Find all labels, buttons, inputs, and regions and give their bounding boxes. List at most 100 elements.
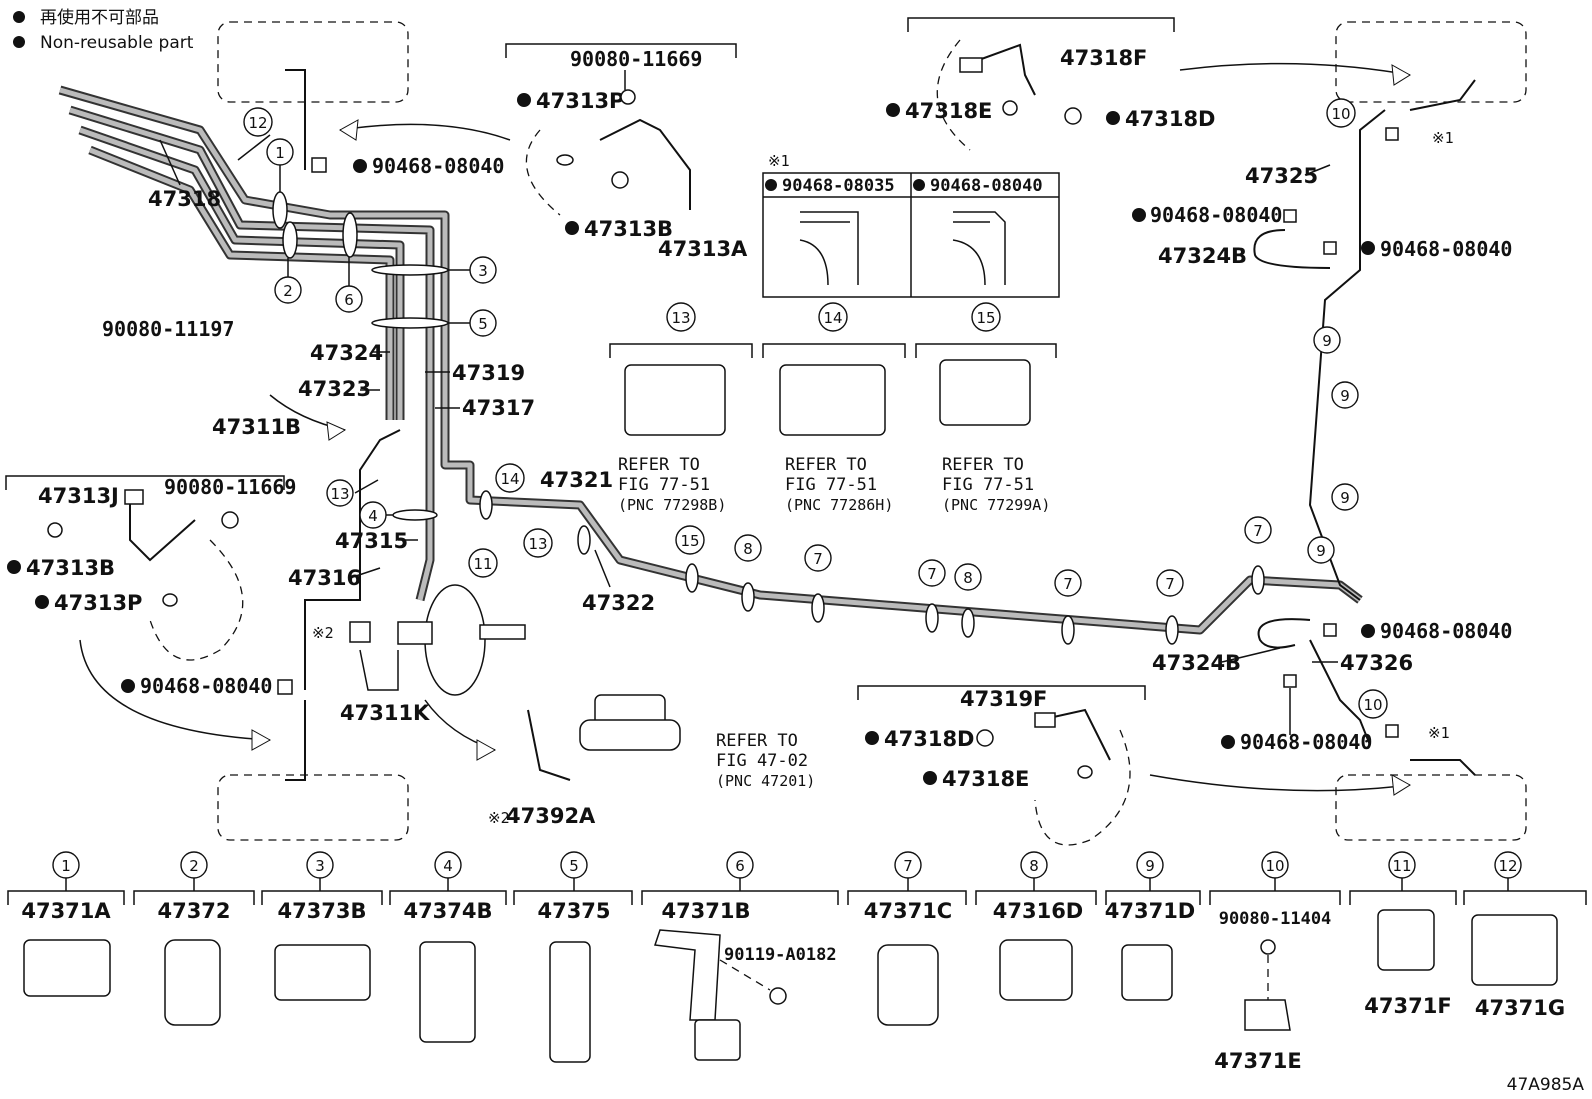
- svg-text:47371C: 47371C: [864, 899, 952, 923]
- svg-text:9: 9: [1340, 489, 1350, 507]
- group-47313: 90080-11669 47313P 47313B 47313A: [505, 43, 748, 261]
- svg-text:47313P: 47313P: [536, 89, 624, 113]
- svg-text:47326: 47326: [1340, 651, 1413, 675]
- svg-text:REFER TO: REFER TO: [785, 455, 867, 475]
- svg-text:47318E: 47318E: [905, 99, 992, 123]
- svg-text:8: 8: [963, 569, 973, 587]
- svg-text:7: 7: [1253, 522, 1263, 540]
- svg-text:47324: 47324: [310, 341, 383, 365]
- svg-text:1: 1: [275, 144, 285, 162]
- svg-text:6: 6: [344, 291, 354, 309]
- bottom-part-10: 10 90080-11404 47371E: [1214, 851, 1332, 1073]
- bottom-part-1: 1 47371A: [21, 851, 111, 997]
- svg-text:90468-08040: 90468-08040: [372, 154, 504, 178]
- svg-text:47371B: 47371B: [661, 899, 750, 923]
- group-47318F: 47318F 47318E 47318D: [886, 17, 1216, 151]
- clamps: [272, 191, 1265, 645]
- svg-text:13: 13: [671, 309, 690, 327]
- bottom-parts: 1 47371A 2 47372 3 47373B 4 47374B 5 473…: [7, 851, 1587, 1073]
- svg-text:FIG 77-51: FIG 77-51: [942, 475, 1034, 495]
- svg-text:47375: 47375: [537, 899, 610, 923]
- bullet-icon: [13, 36, 25, 48]
- svg-text:90468-08040: 90468-08040: [140, 674, 272, 698]
- svg-text:9: 9: [1316, 542, 1326, 560]
- svg-text:5: 5: [569, 857, 579, 875]
- svg-text:47373B: 47373B: [277, 899, 366, 923]
- svg-text:47311K: 47311K: [340, 701, 430, 725]
- svg-text:9: 9: [1322, 332, 1332, 350]
- svg-text:(PNC 77299A): (PNC 77299A): [942, 496, 1050, 514]
- svg-text:90080-11404: 90080-11404: [1219, 909, 1332, 929]
- svg-text:47316: 47316: [288, 566, 361, 590]
- legend-en: Non-reusable part: [40, 33, 194, 53]
- svg-text:10: 10: [1363, 696, 1382, 714]
- svg-text:13: 13: [330, 485, 349, 503]
- svg-text:REFER TO: REFER TO: [618, 455, 700, 475]
- svg-text:47324B: 47324B: [1158, 244, 1247, 268]
- svg-text:90468-08040: 90468-08040: [1380, 237, 1512, 261]
- svg-text:47316D: 47316D: [993, 899, 1084, 923]
- svg-text:14: 14: [823, 309, 842, 327]
- svg-text:90468-08035: 90468-08035: [782, 176, 895, 196]
- svg-text:47372: 47372: [157, 899, 230, 923]
- svg-text:47323: 47323: [298, 377, 371, 401]
- svg-text:47325: 47325: [1245, 164, 1318, 188]
- right-labels: 47325 ※1 90468-08040 47324B 90468-08040 …: [1132, 127, 1512, 754]
- svg-text:※1: ※1: [1428, 724, 1450, 742]
- svg-text:※2: ※2: [312, 624, 334, 642]
- svg-text:47371E: 47371E: [1214, 1049, 1301, 1073]
- svg-text:47319: 47319: [452, 361, 525, 385]
- clip-90468-a: 90468-08040: [311, 154, 504, 178]
- svg-text:13: 13: [528, 535, 547, 553]
- svg-text:3: 3: [478, 262, 488, 280]
- svg-text:47374B: 47374B: [403, 899, 492, 923]
- part-labels: 47318 47324 47323 47319 47317 90080-1119…: [102, 139, 655, 828]
- clip-90468-b: 90468-08040: [121, 674, 293, 698]
- refer-groups: 13 REFER TO FIG 77-51 (PNC 77298B) 14 RE…: [609, 302, 1057, 514]
- svg-text:3: 3: [315, 857, 325, 875]
- svg-text:12: 12: [1498, 857, 1517, 875]
- svg-text:47315: 47315: [335, 529, 408, 553]
- svg-text:4: 4: [368, 507, 378, 525]
- bullet-icon: [13, 11, 25, 23]
- svg-text:47313P: 47313P: [54, 591, 142, 615]
- svg-text:47311B: 47311B: [212, 415, 301, 439]
- master-cylinder: REFER TO FIG 47-02 (PNC 47201): [527, 694, 815, 790]
- svg-text:47318D: 47318D: [1125, 107, 1216, 131]
- svg-text:2: 2: [283, 282, 293, 300]
- bottom-part-3: 3 47373B: [274, 851, 371, 1001]
- svg-text:90468-08040: 90468-08040: [930, 176, 1043, 196]
- svg-text:90119-A0182: 90119-A0182: [724, 945, 837, 965]
- svg-text:47371F: 47371F: [1364, 994, 1451, 1018]
- svg-text:47318D: 47318D: [884, 727, 975, 751]
- svg-text:47392A: 47392A: [506, 804, 596, 828]
- svg-text:90468-08040: 90468-08040: [1380, 619, 1512, 643]
- inset-box: ※1 90468-08035 90468-08040: [762, 152, 1060, 298]
- svg-text:90080-11669: 90080-11669: [570, 47, 702, 71]
- dashed-region-bottom-right: [1335, 774, 1527, 841]
- group-47319F: 47319F 47318D 47318E: [857, 685, 1146, 846]
- svg-text:11: 11: [1392, 857, 1411, 875]
- bottom-part-9: 9 47371D: [1105, 851, 1196, 1001]
- bottom-part-5: 5 47375: [537, 851, 611, 1063]
- svg-text:REFER TO: REFER TO: [716, 731, 798, 751]
- svg-text:14: 14: [500, 470, 519, 488]
- bottom-part-6: 6 47371B 90119-A0182: [653, 851, 837, 1061]
- svg-text:47318F: 47318F: [1060, 46, 1147, 70]
- legend: 再使用不可部品 Non-reusable part: [13, 7, 194, 53]
- dashed-region-top-right: [1335, 21, 1527, 103]
- svg-text:11: 11: [473, 555, 492, 573]
- svg-text:※1: ※1: [768, 152, 790, 170]
- svg-text:7: 7: [1063, 575, 1073, 593]
- svg-text:47317: 47317: [462, 396, 535, 420]
- svg-text:10: 10: [1265, 857, 1284, 875]
- svg-text:47371D: 47371D: [1105, 899, 1196, 923]
- svg-text:8: 8: [743, 540, 753, 558]
- svg-text:15: 15: [976, 309, 995, 327]
- svg-text:FIG 77-51: FIG 77-51: [618, 475, 710, 495]
- svg-text:90080-11197: 90080-11197: [102, 317, 234, 341]
- svg-text:47313J: 47313J: [38, 484, 119, 508]
- svg-text:90468-08040: 90468-08040: [1150, 203, 1282, 227]
- svg-text:FIG 47-02: FIG 47-02: [716, 751, 808, 771]
- svg-text:(PNC 77298B): (PNC 77298B): [618, 496, 726, 514]
